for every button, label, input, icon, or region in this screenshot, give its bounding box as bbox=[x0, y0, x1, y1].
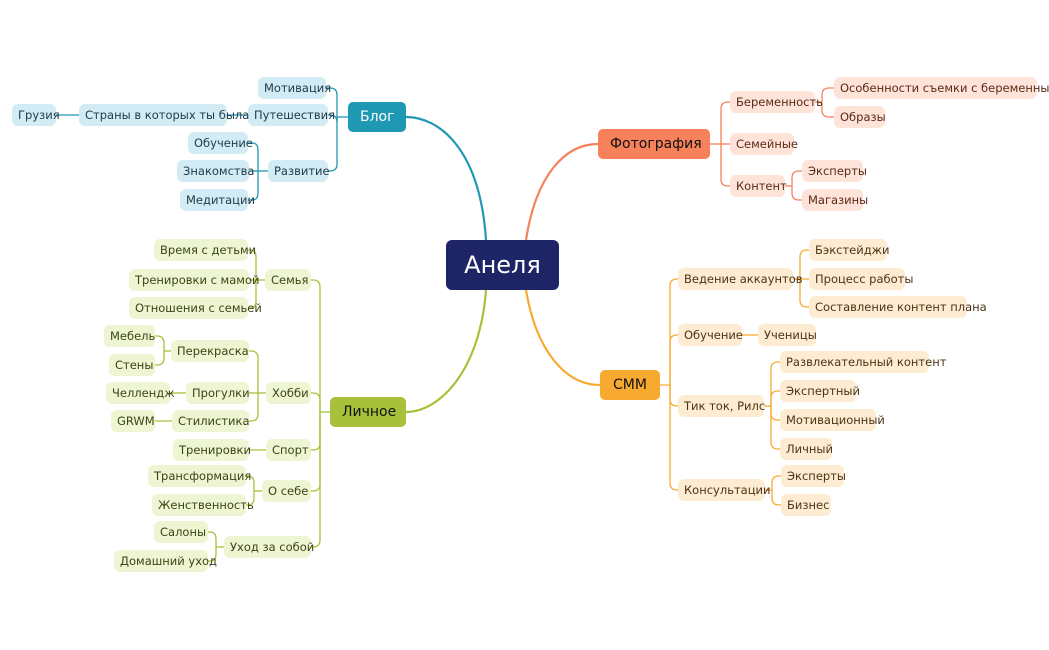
node-shops[interactable]: Магазины bbox=[802, 189, 868, 211]
node-walks[interactable]: Прогулки bbox=[186, 382, 250, 404]
node-accounts[interactable]: Ведение аккаунтов bbox=[678, 268, 803, 290]
node-tiktok[interactable]: Тик ток, Рилс bbox=[678, 395, 765, 417]
node-transformation[interactable]: Трансформация bbox=[148, 465, 251, 487]
node-family-relations[interactable]: Отношения с семьей bbox=[129, 297, 262, 319]
node-family[interactable]: Семья bbox=[265, 269, 311, 291]
node-sport[interactable]: Спорт bbox=[266, 439, 311, 461]
node-walls[interactable]: Стены bbox=[109, 354, 155, 376]
node-backstage[interactable]: Бэкстейджи bbox=[809, 239, 890, 261]
node-students[interactable]: Ученицы bbox=[758, 324, 817, 346]
node-salons[interactable]: Салоны bbox=[154, 521, 208, 543]
node-family-photo[interactable]: Семейные bbox=[730, 133, 798, 155]
topic-photography[interactable]: Фотография bbox=[598, 129, 710, 159]
node-personal-content[interactable]: Личный bbox=[780, 438, 833, 460]
node-experts-photo[interactable]: Эксперты bbox=[802, 160, 867, 182]
node-motivational[interactable]: Мотивационный bbox=[780, 409, 885, 431]
node-pregnancy-features[interactable]: Особенности съемки с беременными bbox=[834, 77, 1049, 99]
node-dating[interactable]: Знакомства bbox=[177, 160, 254, 182]
central-topic[interactable]: Анеля bbox=[446, 240, 559, 290]
node-meditation[interactable]: Медитации bbox=[180, 189, 255, 211]
node-learning-smm[interactable]: Обучение bbox=[678, 324, 743, 346]
node-repaint[interactable]: Перекраска bbox=[171, 340, 249, 362]
node-georgia[interactable]: Грузия bbox=[12, 104, 60, 126]
node-travel[interactable]: Путешествия bbox=[248, 104, 335, 126]
node-about-me[interactable]: О себе bbox=[262, 480, 311, 502]
node-hobby[interactable]: Хобби bbox=[266, 382, 311, 404]
node-self-care[interactable]: Уход за собой bbox=[224, 536, 314, 558]
node-motivation[interactable]: Мотивация bbox=[258, 77, 331, 99]
node-development[interactable]: Развитие bbox=[268, 160, 330, 182]
node-business[interactable]: Бизнес bbox=[781, 494, 831, 516]
node-mom-training[interactable]: Тренировки с мамой bbox=[129, 269, 259, 291]
node-content[interactable]: Контент bbox=[730, 175, 787, 197]
node-images[interactable]: Образы bbox=[834, 106, 886, 128]
node-workflow[interactable]: Процесс работы bbox=[809, 268, 913, 290]
node-grwm[interactable]: GRWM bbox=[111, 410, 155, 432]
node-pregnancy[interactable]: Беременность bbox=[730, 91, 823, 113]
node-trainings[interactable]: Тренировки bbox=[173, 439, 251, 461]
node-challenge[interactable]: Челлендж bbox=[106, 382, 175, 404]
node-learning[interactable]: Обучение bbox=[188, 132, 253, 154]
node-furniture[interactable]: Мебель bbox=[104, 325, 155, 347]
node-stylistics[interactable]: Стилистика bbox=[172, 410, 250, 432]
node-experts-smm[interactable]: Эксперты bbox=[781, 465, 846, 487]
node-femininity[interactable]: Женственность bbox=[152, 494, 254, 516]
node-home-care[interactable]: Домашний уход bbox=[114, 550, 217, 572]
node-countries[interactable]: Страны в которых ты была bbox=[79, 104, 249, 126]
topic-personal[interactable]: Личное bbox=[330, 397, 406, 427]
node-expert-content[interactable]: Экспертный bbox=[780, 380, 860, 402]
node-content-plan[interactable]: Составление контент плана bbox=[809, 296, 987, 318]
topic-smm[interactable]: СММ bbox=[600, 370, 660, 400]
node-entertainment[interactable]: Развлекательный контент bbox=[780, 351, 946, 373]
node-consultations[interactable]: Консультации bbox=[678, 479, 771, 501]
node-kids-time[interactable]: Время с детьми bbox=[154, 239, 256, 261]
topic-blog[interactable]: Блог bbox=[348, 102, 406, 132]
